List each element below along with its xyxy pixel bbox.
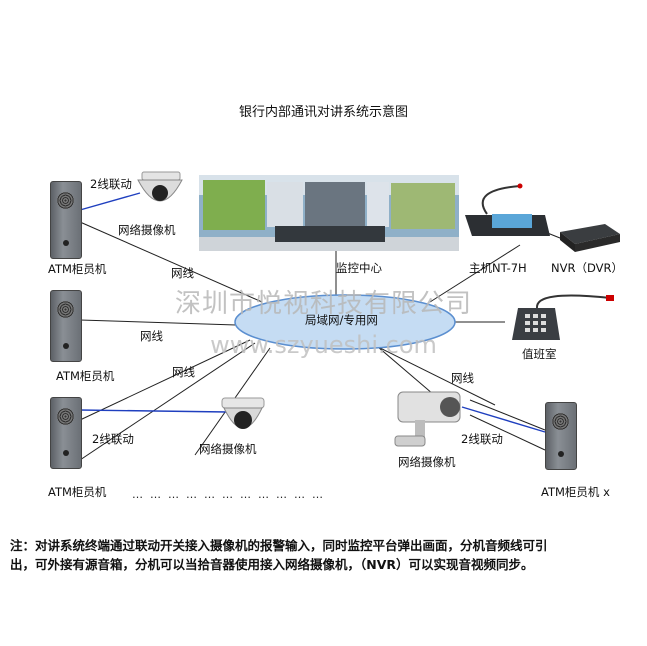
link-2wire-label-a: 2线联动: [90, 177, 132, 191]
cable-host: [429, 244, 521, 303]
call-button-icon: [63, 450, 69, 456]
more-terminals-dots: ……………………………: [132, 488, 330, 501]
camera-c-label: 网络摄像机: [398, 455, 456, 469]
link-2wire-b-line: [79, 409, 229, 413]
cable-atm-b: [79, 319, 237, 326]
atm-intercom-panel-c: [50, 397, 82, 469]
network-label: 局域网/专用网: [305, 313, 378, 327]
camera-b-label: 网络摄像机: [199, 442, 257, 456]
link-2wire-label-b: 2线联动: [92, 432, 134, 446]
diagram-title: 银行内部通讯对讲系统示意图: [238, 105, 408, 120]
atm-a-label: ATM柜员机: [48, 262, 107, 276]
net-label-d: 网线: [451, 371, 474, 385]
atm-b-label: ATM柜员机: [56, 369, 115, 383]
cable-atm-a: [79, 221, 263, 303]
net-label-c: 网线: [172, 365, 195, 379]
cable-net-d: [377, 346, 496, 406]
cable-atm-c-top: [79, 339, 251, 421]
call-button-icon: [63, 240, 69, 246]
net-label-b: 网线: [140, 329, 163, 343]
nvr-box-graphic: [560, 224, 620, 252]
bullet-camera-c-graphic: [394, 391, 461, 447]
link-2wire-label-c: 2线联动: [461, 432, 503, 446]
atm-c-label: ATM柜员机: [48, 485, 107, 499]
dome-camera-b-graphic: [221, 397, 265, 429]
two-wire-links: [79, 192, 546, 433]
speaker-grille-icon: [57, 408, 74, 425]
duty-mic-graphic: [512, 294, 614, 340]
atm-x-label: ATM柜员机 x: [541, 485, 610, 499]
net-label-a: 网线: [171, 266, 194, 280]
link-2wire-a-line: [79, 192, 141, 211]
call-button-icon: [63, 343, 69, 349]
speaker-grille-icon: [57, 192, 74, 209]
host-console-graphic: [465, 183, 550, 236]
watermark-company: 深圳市悦视科技有限公司: [174, 289, 472, 319]
cable-camera-c: [377, 346, 441, 401]
atm-intercom-panel-a: [50, 181, 82, 259]
watermark-url: www.szyueshi.com: [210, 331, 437, 359]
network-ellipse: [234, 294, 456, 350]
host-label: 主机NT-7H: [469, 261, 527, 275]
dome-camera-a-graphic: [137, 171, 183, 202]
footnote: 注：对讲系统终端通过联动开关接入摄像机的报警输入，同时监控平台弹出画面，分机音频…: [10, 538, 548, 572]
monitor-center-video-wall: [199, 175, 459, 251]
camera-a-label: 网络摄像机: [118, 223, 176, 237]
link-2wire-c-line: [461, 406, 546, 433]
call-button-icon: [558, 451, 564, 457]
speaker-grille-icon: [57, 301, 74, 318]
duty-room-label: 值班室: [522, 347, 557, 361]
monitor-center-label: 监控中心: [336, 261, 382, 275]
cable-x-top: [469, 399, 546, 431]
atm-intercom-panel-x: [545, 402, 577, 470]
cable-x-bottom: [469, 414, 546, 451]
cable-atm-c-bottom: [79, 342, 256, 461]
speaker-grille-icon: [552, 413, 569, 430]
nvr-label: NVR（DVR）: [551, 261, 623, 275]
atm-intercom-panel-b: [50, 290, 82, 362]
